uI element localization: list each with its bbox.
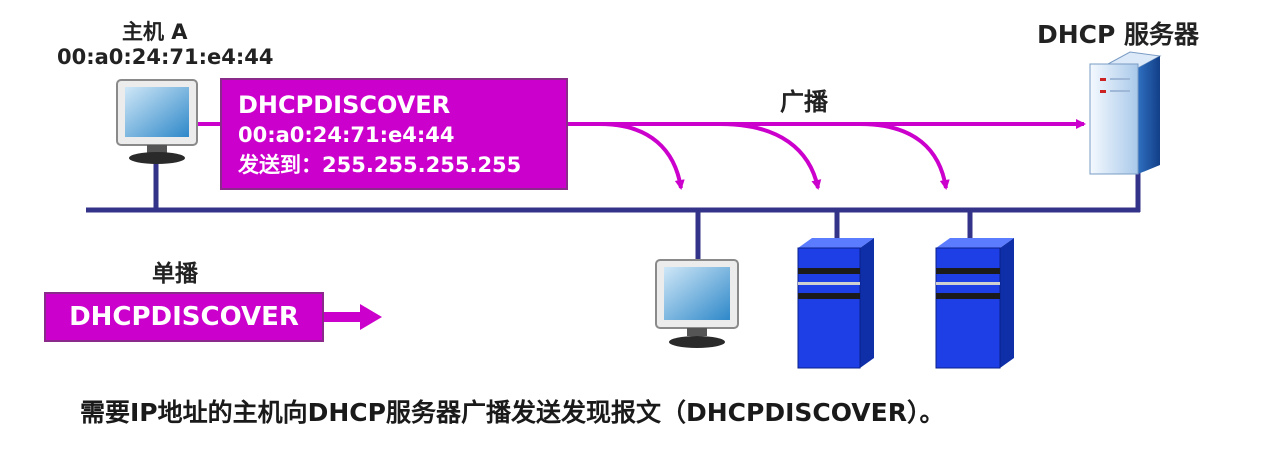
unicast-arrow-icon [322, 304, 382, 330]
host-a-name: 主机 A [122, 20, 188, 44]
dhcp-server-label: DHCP 服务器 [1037, 20, 1200, 49]
network-bus [86, 160, 1141, 262]
message-mac: 00:a0:24:71:e4:44 [238, 123, 455, 147]
server-tower-icon [935, 238, 1014, 369]
message-title: DHCPDISCOVER [238, 91, 451, 119]
broadcast-arrows [195, 119, 1086, 190]
dhcp-server-icon [1089, 51, 1162, 175]
dhcpdiscover-message-box: DHCPDISCOVER 00:a0:24:71:e4:44 发送到：255.2… [220, 78, 568, 190]
server-tower-icon [797, 238, 874, 369]
broadcast-label: 广播 [780, 88, 828, 116]
client-monitor-icon [655, 259, 739, 348]
message-destination: 发送到：255.255.255.255 [238, 153, 522, 177]
unicast-message-box: DHCPDISCOVER [44, 292, 324, 342]
caption: 需要IP地址的主机向DHCP服务器广播发送发现报文（DHCPDISCOVER）。 [80, 398, 945, 427]
host-a-monitor-icon [116, 79, 198, 164]
host-a-mac: 00:a0:24:71:e4:44 [57, 45, 274, 69]
unicast-label: 单播 [152, 261, 198, 287]
